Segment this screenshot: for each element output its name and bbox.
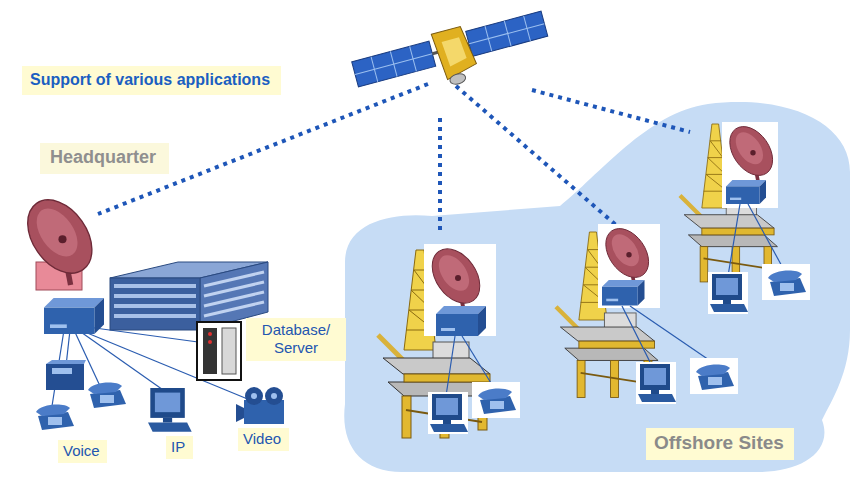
label-box: IP xyxy=(166,436,193,459)
label-text: Database/ Server xyxy=(250,321,342,357)
satellite-links xyxy=(98,84,690,232)
label-text: Offshore Sites xyxy=(654,432,786,455)
label-text: Support of various applications xyxy=(30,70,273,89)
offshore-platforms xyxy=(378,119,810,438)
label-text: Video xyxy=(243,430,284,448)
label-text: Headquarter xyxy=(50,147,159,169)
label-box: Database/ Server xyxy=(246,318,346,361)
label-box: Video xyxy=(238,428,289,451)
label-box: Voice xyxy=(58,440,107,463)
headquarter-equipment xyxy=(14,188,284,432)
satellite xyxy=(350,5,554,109)
label-text: IP xyxy=(171,438,188,456)
label-box: Offshore Sites xyxy=(646,428,794,460)
label-box: Headquarter xyxy=(40,143,169,174)
label-box: Support of various applications xyxy=(22,66,281,95)
label-text: Voice xyxy=(63,442,102,460)
offshore-region xyxy=(344,102,850,472)
